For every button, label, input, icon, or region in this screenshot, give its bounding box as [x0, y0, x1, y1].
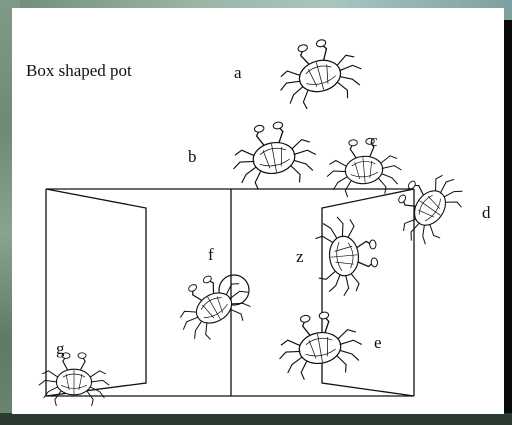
label-d: d: [482, 204, 491, 221]
pot-outline: [46, 189, 414, 396]
label-e: e: [374, 334, 382, 351]
crab-d-icon: [383, 160, 472, 254]
crab-z-icon: [314, 214, 381, 298]
crab-b-icon: [227, 117, 320, 194]
label-b: b: [188, 148, 197, 165]
background-bottom: [0, 413, 512, 425]
label-a: a: [234, 64, 242, 81]
crab-e-icon: [273, 307, 366, 384]
diagram-title: Box shaped pot: [26, 62, 132, 79]
crab-g-icon: [39, 353, 109, 406]
crab-f-icon: [166, 262, 259, 348]
label-z: z: [296, 248, 304, 265]
label-f: f: [208, 246, 214, 263]
crab-a-icon: [271, 32, 368, 115]
label-g: g: [56, 340, 65, 357]
diagram-paper: Box shaped pot a b c d e f g z: [12, 8, 504, 414]
label-c: c: [370, 132, 378, 149]
